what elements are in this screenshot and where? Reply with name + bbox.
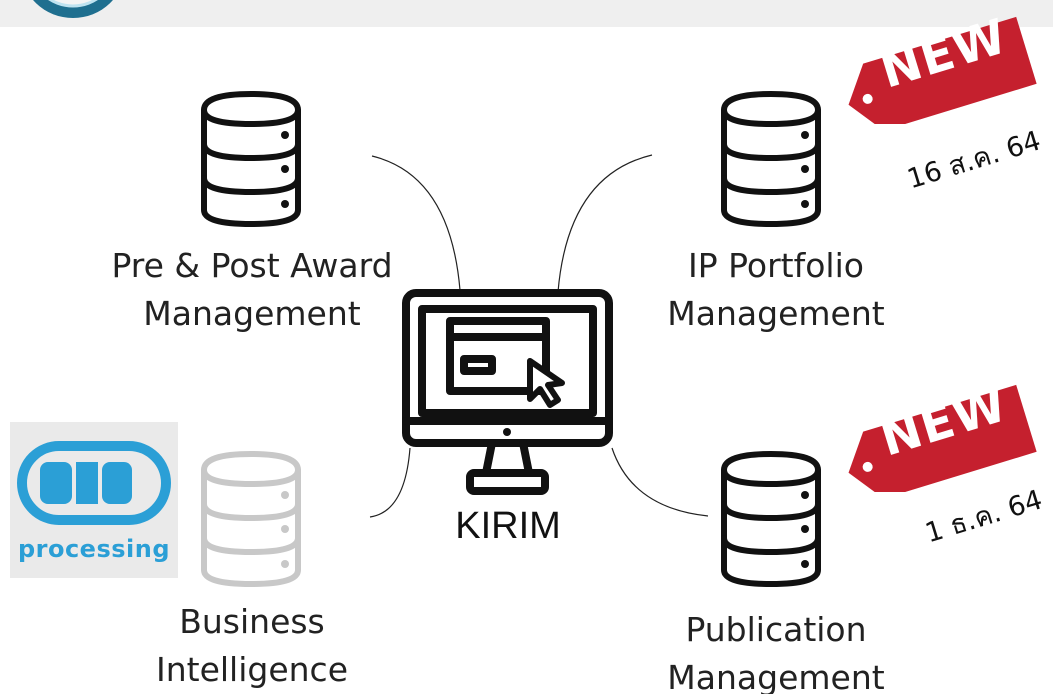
connector-business-intelligence [369,447,411,518]
database-icon [201,91,301,227]
module-label-line2: Management [667,294,885,333]
module-label-line2: Intelligence [155,650,348,689]
battery-progress-icon [17,441,171,525]
connector-ip-portfolio [557,154,653,293]
module-label-ip-portfolio: IP Portfolio Management [636,242,916,338]
module-label-business-intelligence: Business Intelligence [112,598,392,694]
processing-label: processing [17,535,171,563]
database-icon [721,91,821,227]
module-label-line1: Business [179,602,325,641]
new-tag-icon [848,384,1037,492]
processing-badge: processing [10,422,178,578]
header-band [0,0,1053,27]
connector-pre-post-award [371,155,461,291]
module-label-line2: Management [143,294,361,333]
connector-publication [611,447,709,517]
database-icon-inactive [201,451,301,587]
module-label-line1: Pre & Post Award [111,246,393,285]
module-label-line2: Management [667,658,885,694]
module-label-line1: Publication [685,610,867,649]
module-label-pre-post-award: Pre & Post Award Management [92,242,412,338]
center-label: KIRIM [455,505,561,547]
database-icon [721,451,821,587]
module-label-line1: IP Portfolio [688,246,864,285]
new-tag-icon [848,16,1037,124]
computer-monitor-cursor-icon [402,289,613,495]
module-label-publication: Publication Management [636,606,916,694]
corner-logo-icon [33,0,113,18]
